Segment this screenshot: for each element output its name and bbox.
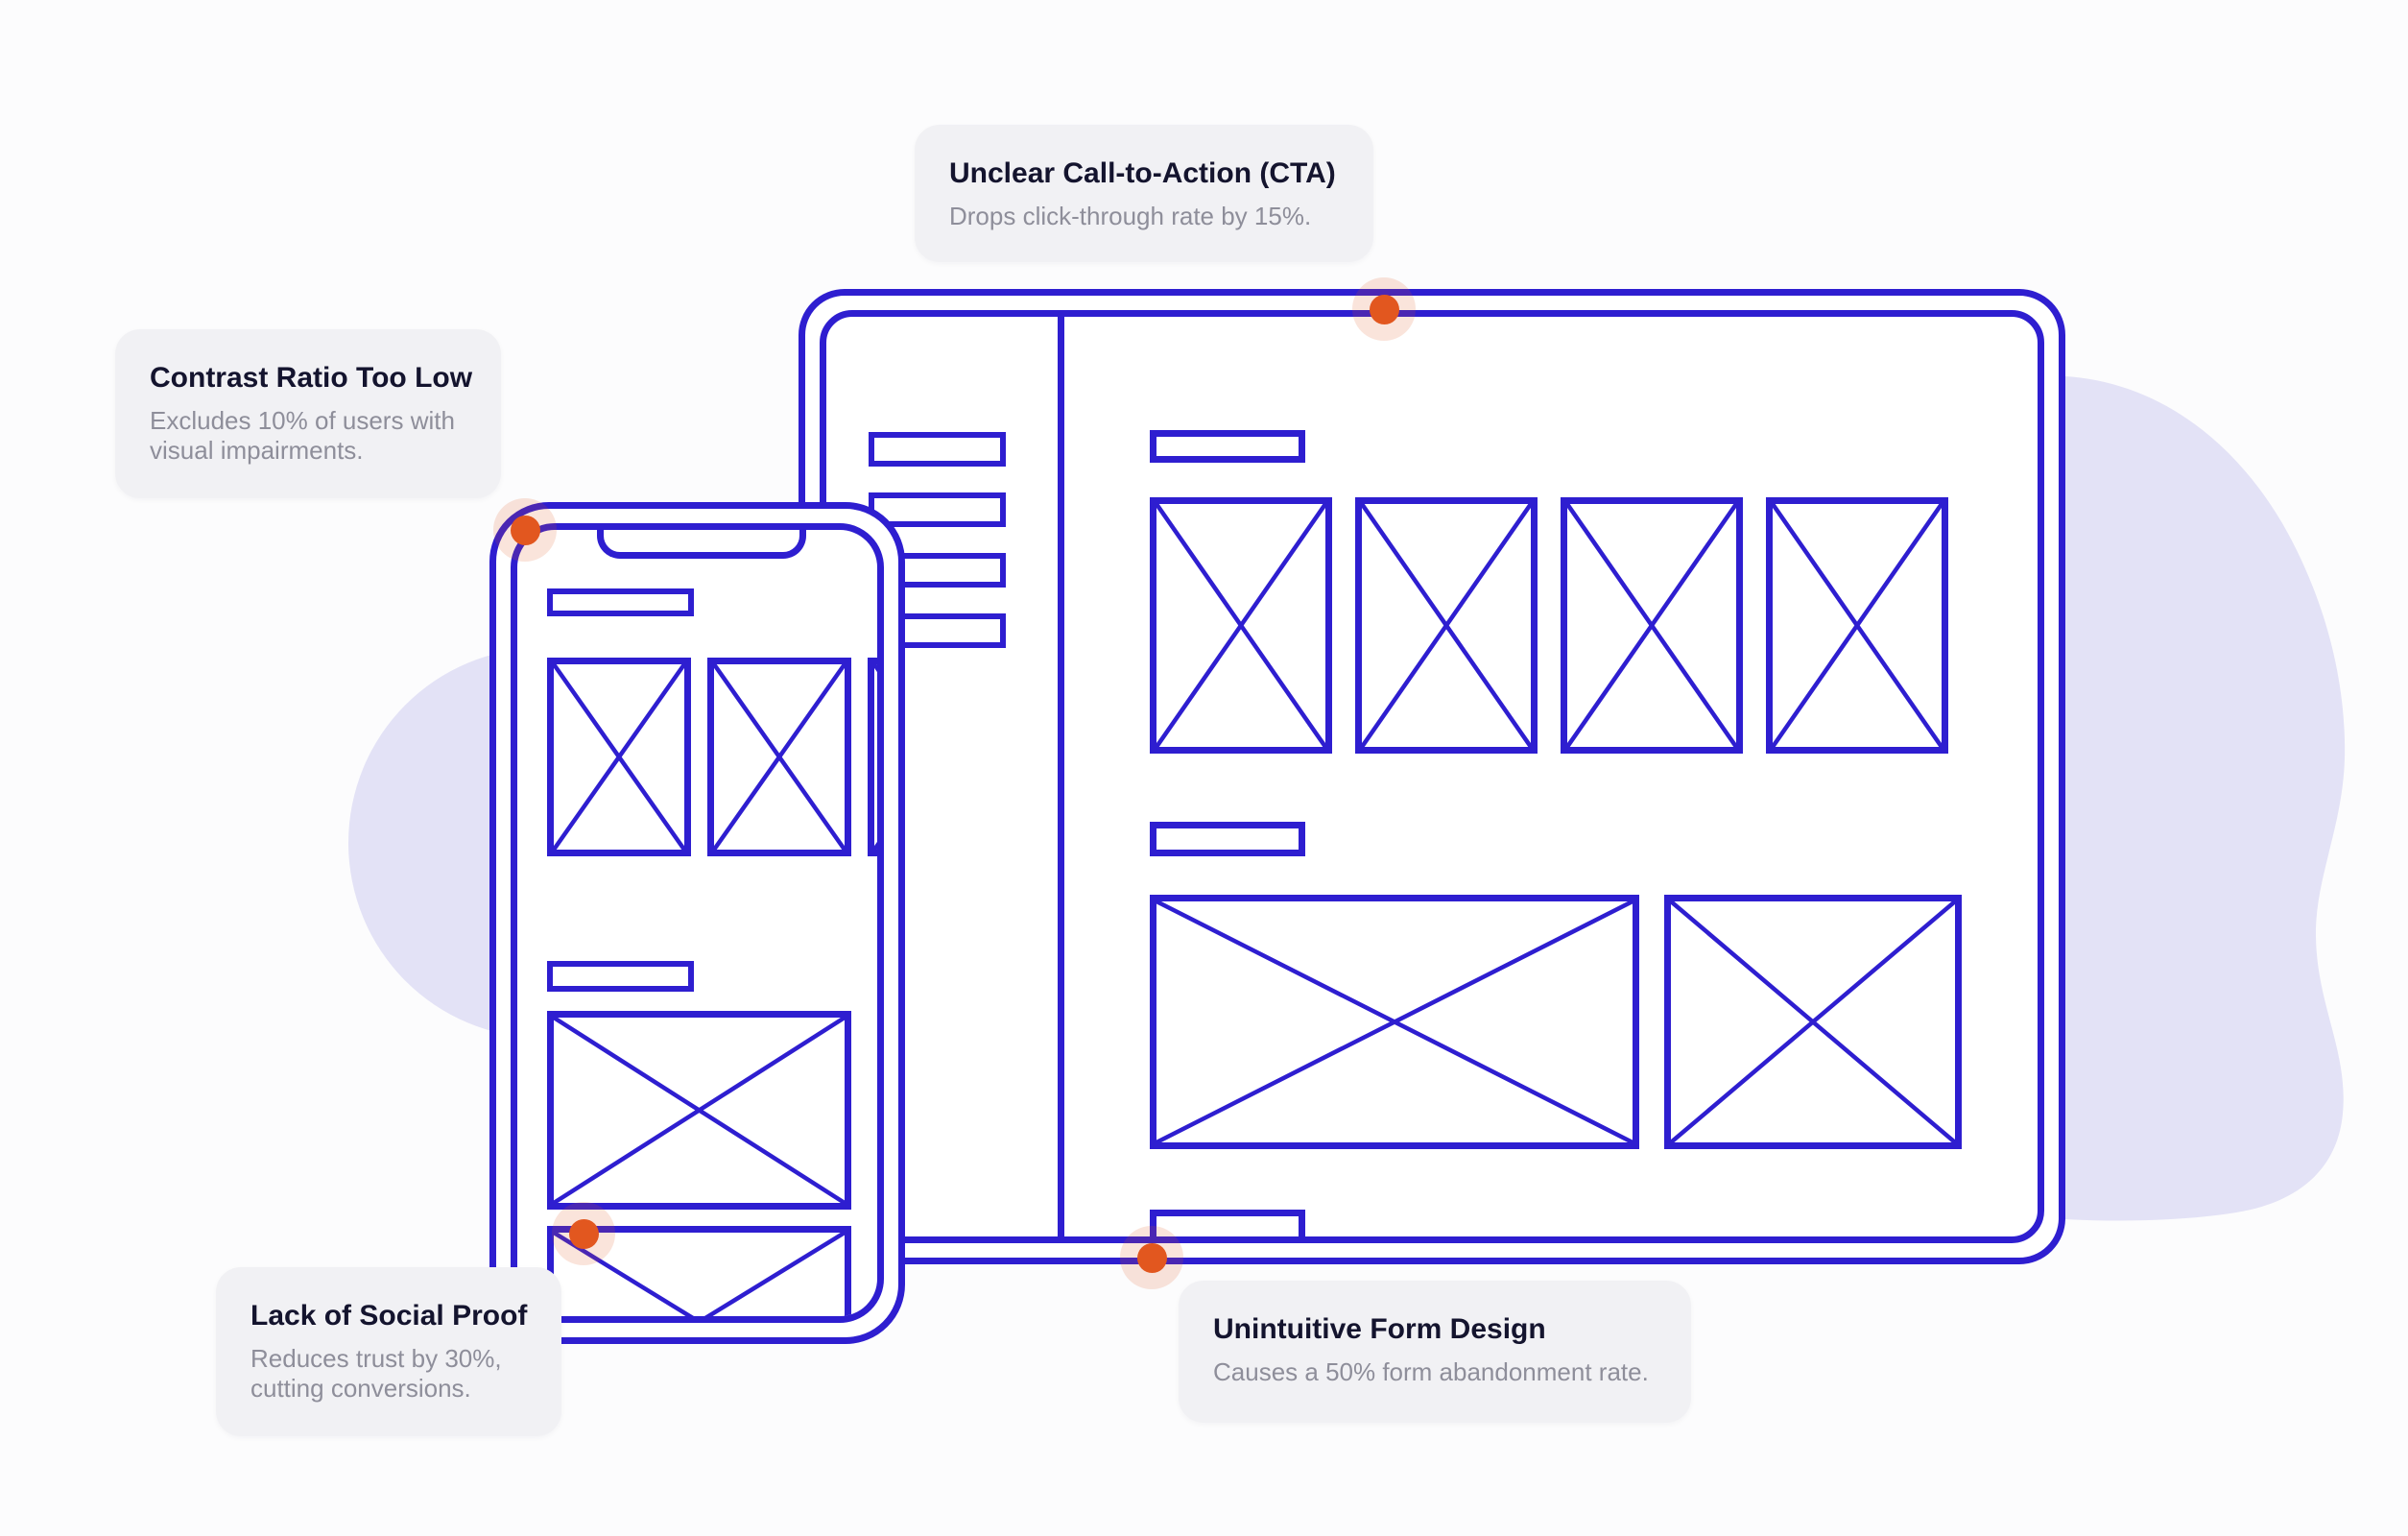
phone-card-placeholder-clipped <box>868 658 877 856</box>
callout-card-social-proof: Lack of Social Proof Reduces trust by 30… <box>216 1267 561 1436</box>
phone-hero-placeholder <box>547 1011 851 1210</box>
callout-card-cta: Unclear Call-to-Action (CTA) Drops click… <box>915 125 1373 262</box>
background-blob-right <box>2065 376 2346 1221</box>
tablet-form-field-placeholder <box>1150 1210 1305 1243</box>
hotspot-dot-icon <box>510 515 540 545</box>
callout-description: Excludes 10% of users with visual impair… <box>150 405 455 466</box>
phone-screen <box>511 523 884 1323</box>
callout-card-form-design: Unintuitive Form Design Causes a 50% for… <box>1179 1281 1691 1423</box>
callout-title: Contrast Ratio Too Low <box>150 362 473 394</box>
phone-card-placeholder <box>707 658 851 856</box>
callout-description: Reduces trust by 30%, cutting conversion… <box>250 1343 502 1404</box>
tablet-cta-button-placeholder <box>1150 430 1305 463</box>
tablet-screen <box>820 310 2044 1243</box>
tablet-section-label-placeholder <box>1150 822 1305 856</box>
social-proof-hotspot-marker[interactable] <box>552 1202 615 1265</box>
tablet-image-placeholder <box>1561 497 1743 754</box>
tablet-wireframe <box>799 289 2065 1264</box>
phone-heading-placeholder <box>547 961 694 992</box>
tablet-sidebar-divider <box>1058 317 1064 1236</box>
tablet-sidebar-nav-bar <box>869 432 1006 467</box>
callout-title: Lack of Social Proof <box>250 1300 528 1332</box>
hotspot-dot-icon <box>568 1218 599 1249</box>
callout-card-contrast: Contrast Ratio Too Low Excludes 10% of u… <box>115 329 501 498</box>
callout-title: Unintuitive Form Design <box>1213 1313 1546 1345</box>
cta-hotspot-marker[interactable] <box>1352 277 1416 341</box>
form-hotspot-marker[interactable] <box>1120 1226 1183 1289</box>
contrast-hotspot-marker[interactable] <box>493 498 557 562</box>
callout-title: Unclear Call-to-Action (CTA) <box>949 157 1336 189</box>
callout-description: Causes a 50% form abandonment rate. <box>1213 1356 1649 1386</box>
hotspot-dot-icon <box>1369 294 1399 324</box>
phone-notch <box>597 530 806 559</box>
phone-logo-placeholder <box>547 588 694 616</box>
phone-wireframe <box>489 502 905 1344</box>
hotspot-dot-icon <box>1136 1242 1167 1273</box>
tablet-side-media-placeholder <box>1664 895 1962 1149</box>
tablet-image-placeholder <box>1150 497 1332 754</box>
tablet-hero-placeholder <box>1150 895 1639 1149</box>
tablet-image-placeholder <box>1766 497 1948 754</box>
callout-description: Drops click-through rate by 15%. <box>949 201 1312 230</box>
phone-card-placeholder <box>547 658 691 856</box>
tablet-image-placeholder <box>1355 497 1538 754</box>
